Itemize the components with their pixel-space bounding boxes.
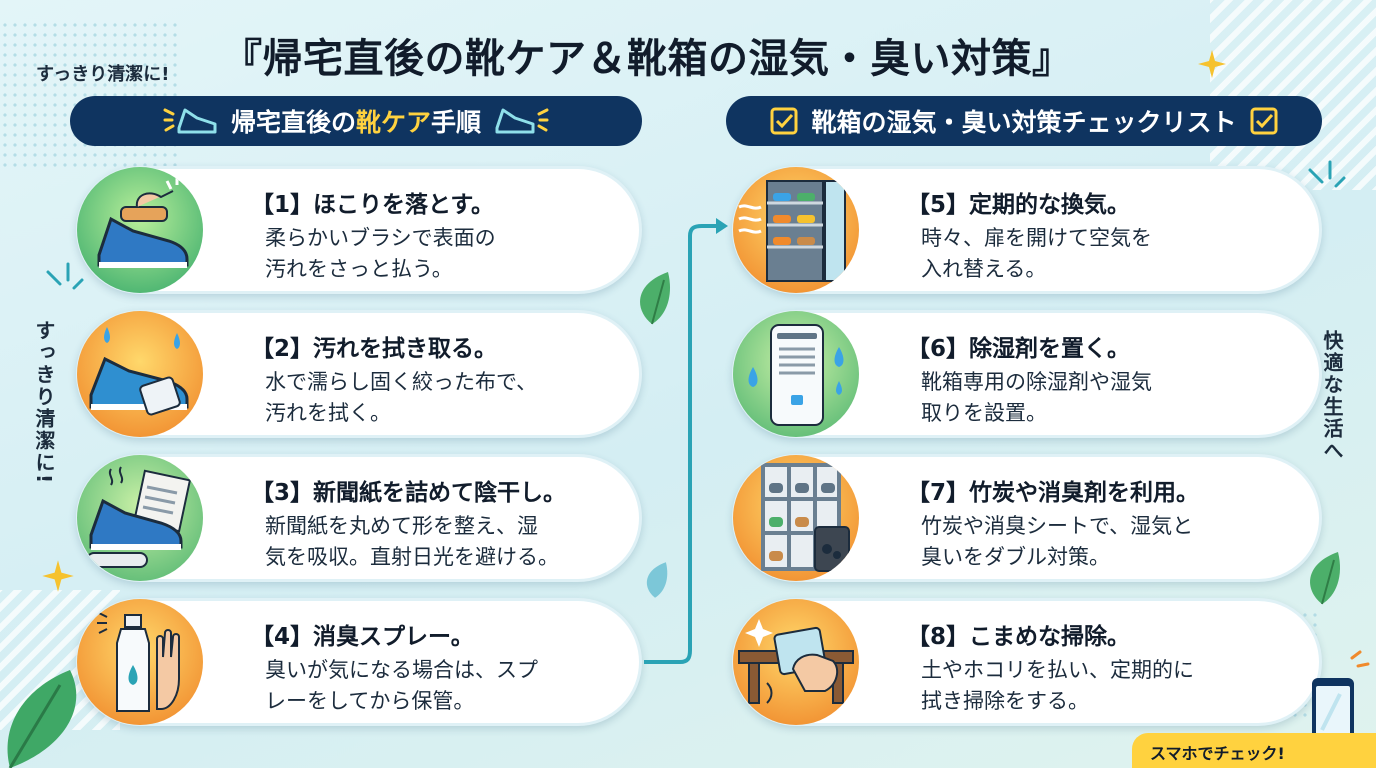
- check-body-line: 入れ替える。: [921, 257, 1047, 281]
- spray-bottle-icon: [77, 599, 203, 725]
- tagline: すっきり清潔に!: [36, 64, 170, 85]
- check-card-6: 【6】除湿剤を置く。 靴箱専用の除湿剤や湿気 取りを設置。: [732, 310, 1322, 438]
- shoe-cabinet-icon: [733, 167, 859, 293]
- step-body: 柔らかいブラシで表面の 汚れをさっと払う。: [265, 223, 496, 285]
- step-card-1: 【1】ほこりを落とす。 柔らかいブラシで表面の 汚れをさっと払う。: [76, 166, 642, 294]
- leaf-icon: [7, 670, 77, 768]
- step-body-line: 汚れを拭く。: [265, 401, 391, 425]
- header-text: 帰宅直後の: [230, 108, 356, 137]
- step-title: 【4】消臭スプレー。: [251, 624, 474, 650]
- step-body: 臭いが気になる場合は、スプ レーをしてから保管。: [265, 655, 538, 717]
- check-body: 土やホコリを払い、定期的に 拭き掃除をする。: [921, 655, 1194, 717]
- phone-check-label: スマホでチェック!: [1150, 744, 1285, 763]
- shoe-icon: [495, 108, 549, 134]
- right-column-header: 靴箱の湿気・臭い対策チェックリスト: [726, 96, 1322, 146]
- phone-check-badge: スマホでチェック!: [1132, 733, 1376, 768]
- page-title: 『帰宅直後の靴ケア＆靴箱の湿気・臭い対策』: [222, 36, 1073, 82]
- step-title: 【2】汚れを拭き取る。: [251, 336, 498, 362]
- brush-shoe-icon: [77, 167, 203, 293]
- header-text: 靴箱の湿気・臭い対策チェックリスト: [811, 108, 1237, 137]
- header-text: 手順: [431, 108, 482, 137]
- check-body: 時々、扉を開けて空気を 入れ替える。: [921, 223, 1152, 285]
- check-body: 靴箱専用の除湿剤や湿気 取りを設置。: [921, 367, 1152, 429]
- check-card-5: 【5】定期的な換気。 時々、扉を開けて空気を 入れ替える。: [732, 166, 1322, 294]
- check-body-line: 竹炭や消臭シートで、湿気と: [921, 514, 1194, 538]
- step-body-line: 汚れをさっと払う。: [265, 257, 453, 281]
- step-body-line: 新聞紙を丸めて形を整え、湿: [265, 514, 538, 538]
- check-body-line: 取りを設置。: [921, 401, 1047, 425]
- check-body-line: 時々、扉を開けて空気を: [921, 226, 1152, 250]
- step-body-line: 水で濡らし固く絞った布で、: [265, 370, 538, 394]
- check-title: 【7】竹炭や消臭剤を利用。: [907, 480, 1200, 506]
- leaf-icon: [640, 272, 671, 325]
- step-card-3: 【3】新聞紙を詰めて陰干し。 新聞紙を丸めて形を整え、湿 気を吸収。直射日光を避…: [76, 454, 642, 582]
- check-body-line: 靴箱専用の除湿剤や湿気: [921, 370, 1152, 394]
- step-body-line: 臭いが気になる場合は、スプ: [265, 658, 538, 682]
- check-card-8: 【8】こまめな掃除。 土やホコリを払い、定期的に 拭き掃除をする。: [732, 598, 1322, 726]
- check-body-line: 臭いをダブル対策。: [921, 545, 1110, 569]
- check-title: 【6】除湿剤を置く。: [907, 336, 1131, 362]
- step-card-2: 【2】汚れを拭き取る。 水で濡らし固く絞った布で、 汚れを拭く。: [76, 310, 642, 438]
- step-body-line: レーをしてから保管。: [265, 689, 475, 713]
- step-title: 【3】新聞紙を詰めて陰干し。: [251, 480, 567, 506]
- check-title: 【5】定期的な換気。: [907, 192, 1131, 218]
- cleaning-cloth-icon: [733, 599, 859, 725]
- check-body-line: 拭き掃除をする。: [921, 689, 1089, 713]
- left-vertical-text: すっきり清潔に!: [32, 320, 56, 486]
- connector-arrow-icon: [644, 218, 728, 664]
- newspaper-shoe-icon: [77, 455, 203, 581]
- leaf-icon: [646, 562, 668, 598]
- header-highlight: 靴ケア: [355, 108, 431, 137]
- checkbox-icon: [1250, 107, 1277, 135]
- step-body: 新聞紙を丸めて形を整え、湿 気を吸収。直射日光を避ける。: [265, 511, 559, 573]
- check-card-7: 【7】竹炭や消臭剤を利用。 竹炭や消臭シートで、湿気と 臭いをダブル対策。: [732, 454, 1322, 582]
- sparkle-icon: [42, 560, 74, 592]
- charcoal-shelf-icon: [733, 455, 859, 581]
- stripes-decoration: [1210, 0, 1376, 190]
- step-title: 【1】ほこりを落とす。: [251, 192, 495, 218]
- checkbox-icon: [770, 107, 798, 135]
- step-card-4: 【4】消臭スプレー。 臭いが気になる場合は、スプ レーをしてから保管。: [76, 598, 642, 726]
- step-body-line: 気を吸収。直射日光を避ける。: [265, 545, 559, 569]
- right-vertical-text: 快適な生活へ: [1320, 330, 1344, 462]
- check-body-line: 土やホコリを払い、定期的に: [921, 658, 1194, 682]
- dots-decoration: [0, 20, 180, 170]
- sparkle-icon: [1198, 50, 1226, 78]
- leaf-icon: [1310, 552, 1341, 605]
- left-column-header: 帰宅直後の靴ケア手順: [70, 96, 642, 146]
- step-body: 水で濡らし固く絞った布で、 汚れを拭く。: [265, 367, 537, 429]
- wipe-shoe-icon: [77, 311, 203, 437]
- accent-lines-icon: [46, 262, 84, 290]
- accent-lines-icon: [1308, 160, 1346, 188]
- step-body-line: 柔らかいブラシで表面の: [265, 226, 496, 250]
- check-title: 【8】こまめな掃除。: [907, 624, 1131, 650]
- shoe-icon: [163, 108, 217, 134]
- check-body: 竹炭や消臭シートで、湿気と 臭いをダブル対策。: [921, 511, 1193, 573]
- dehumidifier-icon: [733, 311, 859, 437]
